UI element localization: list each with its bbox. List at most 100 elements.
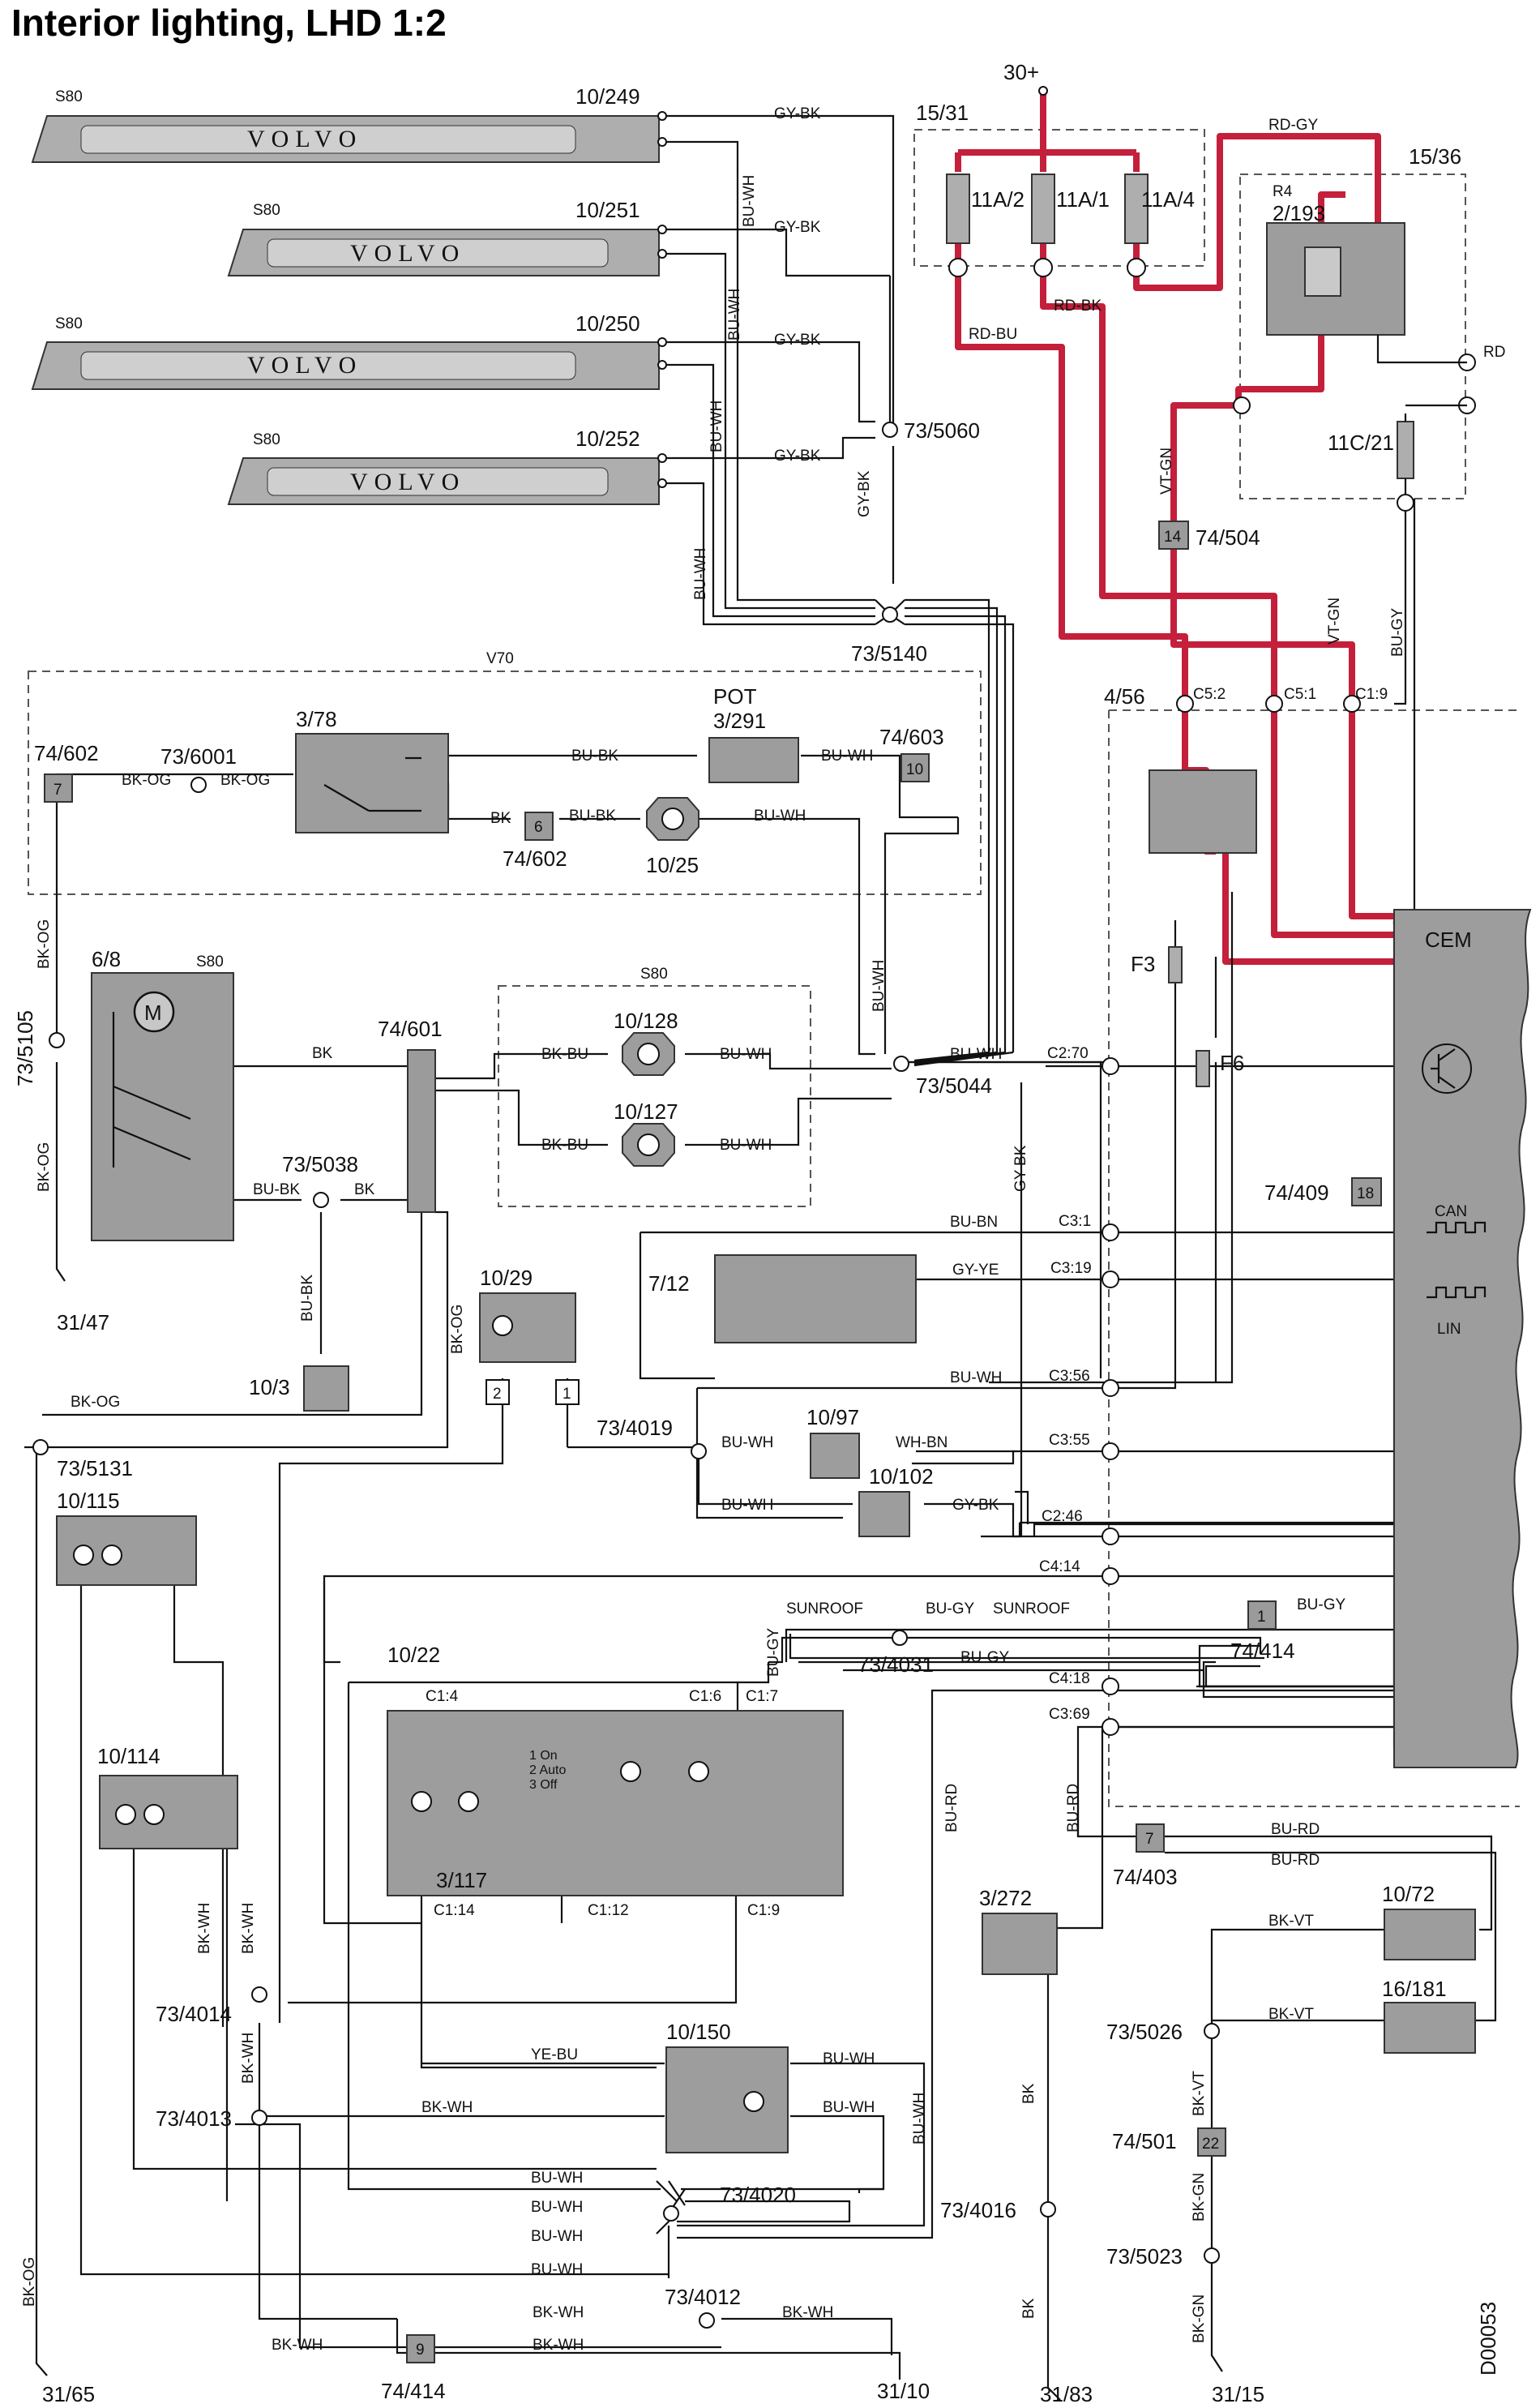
label-pot: POT <box>713 684 757 709</box>
connector-74-602-b <box>524 812 554 841</box>
wire-bu-bk: BU-BK <box>569 808 616 825</box>
conn-num: 9 <box>416 2342 425 2359</box>
wire-bk-wh: BK-WH <box>240 2033 257 2084</box>
v70-lighting-group <box>28 671 982 895</box>
label-74-603: 74/603 <box>879 725 944 749</box>
wire-gy-bk: GY-BK <box>1012 1145 1029 1192</box>
conn-num: 7 <box>53 782 62 799</box>
transistor-icon <box>1422 1043 1472 1094</box>
fuse-f3-body <box>1168 946 1183 983</box>
label-4-56: 4/56 <box>1104 684 1145 709</box>
label-73-4031: 73/4031 <box>858 1652 934 1677</box>
conn-num: 6 <box>534 819 543 836</box>
label-16-181: 16/181 <box>1382 1977 1447 2001</box>
fuse-11a1: 11A/1 <box>1056 187 1110 212</box>
relay-box-label: 15/36 <box>1409 144 1461 169</box>
cem-enclosure <box>1108 709 1520 1807</box>
drawing-id: D00053 <box>1476 2302 1500 2376</box>
conn-num: 1 <box>1257 1609 1266 1626</box>
ground-31-65: 31/65 <box>42 2382 95 2406</box>
fuse-box-15-31 <box>913 129 1205 267</box>
switch-10-150 <box>665 2046 789 2153</box>
fuse-f6: F6 <box>1220 1051 1244 1075</box>
label-s80: S80 <box>196 953 224 970</box>
sill-model: S80 <box>55 88 83 105</box>
label-73-5140: 73/5140 <box>851 641 927 666</box>
wire-bu-rd: BU-RD <box>1271 1821 1320 1838</box>
conn-num: 14 <box>1164 529 1182 546</box>
label-73-4013: 73/4013 <box>156 2106 232 2131</box>
label-73-4020: 73/4020 <box>720 2183 796 2207</box>
lamp-10-102 <box>858 1491 910 1537</box>
wire-bu-wh: BU-WH <box>531 2199 583 2216</box>
wire-bu-bk: BU-BK <box>299 1275 316 1322</box>
node <box>1233 396 1251 414</box>
sill-logo: VOLVO <box>350 469 465 495</box>
label-6-8: 6/8 <box>92 947 121 971</box>
module-pin: C1:12 <box>588 1902 629 1919</box>
sunroof-label: SUNROOF <box>993 1600 1070 1617</box>
label-10-22: 10/22 <box>387 1643 440 1667</box>
wire-gy-bk: GY-BK <box>774 105 821 122</box>
module-pin: C1:9 <box>747 1902 780 1919</box>
wire-bu-gy: BU-GY <box>765 1628 782 1677</box>
label-74-414: 74/414 <box>381 2379 446 2403</box>
label-v70: V70 <box>486 650 514 667</box>
wire-bu-bk: BU-BK <box>253 1181 300 1198</box>
sill-logo: VOLVO <box>247 352 362 379</box>
switch-3-78 <box>295 733 449 833</box>
wire-bu-wh: BU-WH <box>911 2093 928 2144</box>
lamp-10-97 <box>810 1433 860 1479</box>
label-73-5060: 73/5060 <box>904 418 980 443</box>
ground-31-47: 31/47 <box>57 1310 109 1335</box>
wire-bu-wh: BU-WH <box>754 808 806 825</box>
supply-30-label: 30+ <box>1003 60 1039 84</box>
label-74-403: 74/403 <box>1113 1865 1178 1889</box>
wire-bu-wh: BU-WH <box>531 2170 583 2187</box>
cem-pin: C4:18 <box>1049 1670 1090 1687</box>
label-74-414-b: 74/414 <box>1230 1639 1295 1663</box>
wire-bk: BK <box>1020 2083 1037 2104</box>
wire-bu-rd: BU-RD <box>1065 1784 1082 1832</box>
label-10-29: 10/29 <box>480 1266 533 1290</box>
lin-label: LIN <box>1437 1321 1461 1338</box>
wire-bu-bn: BU-BN <box>950 1214 998 1231</box>
label-3-78: 3/78 <box>296 707 337 731</box>
wire-bk: BK <box>354 1181 375 1198</box>
node <box>1397 494 1414 512</box>
conn-num: 7 <box>1145 1831 1154 1848</box>
connector-74-409 <box>1351 1177 1382 1206</box>
label-73-4019: 73/4019 <box>597 1416 673 1440</box>
splice-73-4012 <box>699 2312 715 2329</box>
splice-73-5038 <box>313 1192 329 1208</box>
sill-plate-10-249: VOLVO <box>31 111 667 163</box>
label-73-6001: 73/6001 <box>160 744 237 769</box>
sill-ref: 10/249 <box>575 84 640 109</box>
label-10-72: 10/72 <box>1382 1882 1435 1906</box>
cem-pin: C3:55 <box>1049 1432 1090 1449</box>
splice-73-4014 <box>251 1986 267 2003</box>
wire-bu-wh: BU-WH <box>692 548 709 600</box>
wire-bu-bk: BU-BK <box>571 748 618 765</box>
wire-bk-bu: BK-BU <box>541 1046 588 1063</box>
label-3-117: 3/117 <box>436 1868 487 1892</box>
wire-gy-bk: GY-BK <box>952 1497 999 1514</box>
switch-legend: 3 Off <box>529 1778 558 1792</box>
wire-bu-gy: BU-GY <box>1389 608 1406 658</box>
relay-name: R4 <box>1273 183 1293 200</box>
wire-bk-wh: BK-WH <box>240 1903 257 1954</box>
potentiometer-3-291 <box>708 737 799 783</box>
connector-74-414 <box>406 2334 435 2363</box>
wire-bu-gy: BU-GY <box>926 1600 975 1617</box>
label-74-409: 74/409 <box>1264 1180 1329 1205</box>
cem-pin: C3:69 <box>1049 1706 1090 1723</box>
connector-74-602 <box>44 773 73 803</box>
lamp-16-181 <box>1384 2002 1476 2054</box>
conn-num: 18 <box>1357 1185 1374 1202</box>
splice-73-4013 <box>251 2110 267 2126</box>
component-10-3 <box>303 1365 349 1412</box>
label-73-5105: 73/5105 <box>13 1010 37 1086</box>
wire-bk-wh: BK-WH <box>196 1903 213 1954</box>
connector-74-501 <box>1197 2127 1226 2157</box>
label-3-272: 3/272 <box>979 1886 1032 1910</box>
